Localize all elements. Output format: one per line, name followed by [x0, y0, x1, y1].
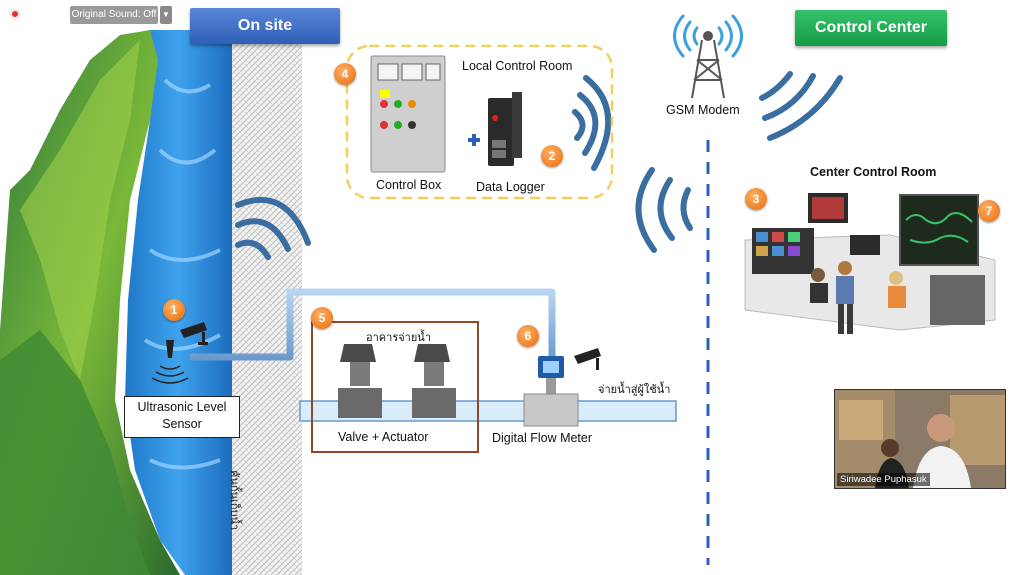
- pipe-network: [190, 260, 556, 361]
- supply-to-users-label: จ่ายน้ำสู่ผู้ใช้น้ำ: [598, 384, 671, 396]
- ultrasonic-sensor-label: Ultrasonic Level Sensor: [124, 396, 240, 438]
- valve-box-frame: [311, 321, 479, 453]
- data-logger-label: Data Logger: [476, 180, 545, 194]
- wireless-signal-logger: [572, 75, 612, 171]
- cctv-camera-icon-2: [574, 348, 601, 370]
- participant-name: Siriwadee Puphasuk: [837, 473, 930, 486]
- valve-actuator-left: [338, 344, 382, 418]
- local-control-room-frame: [345, 44, 614, 200]
- wireless-signal-gsm-left: [635, 167, 693, 253]
- badge-2: 2: [541, 145, 563, 167]
- control-box-label: Control Box: [376, 178, 442, 192]
- valve-actuator-right: [412, 344, 456, 418]
- badge-3: 3: [745, 188, 767, 210]
- control-box-illustration: [370, 55, 446, 173]
- ultrasonic-sensor-icon: [151, 340, 189, 384]
- wireless-signal-control-center: [759, 71, 843, 141]
- outlet-pipe: [299, 400, 677, 422]
- embankment-label: คันกั้นเก็บน้ำ: [228, 470, 240, 531]
- cctv-camera-icon: [180, 322, 208, 345]
- control-center-banner: Control Center: [795, 10, 947, 46]
- chevron-down-icon[interactable]: ▼: [160, 6, 172, 24]
- badge-6: 6: [517, 325, 539, 347]
- gsm-signal-waves: [673, 14, 743, 58]
- digital-flow-meter-label: Digital Flow Meter: [492, 431, 593, 445]
- distribution-building-label: อาคารจ่ายน้ำ: [366, 332, 431, 344]
- valve-actuator-label: Valve + Actuator: [338, 430, 429, 444]
- control-center-illustration: [744, 193, 996, 334]
- data-logger-illustration: [488, 92, 522, 166]
- recording-indicator: [10, 9, 20, 19]
- original-sound-button[interactable]: Original Sound: Off: [70, 6, 158, 24]
- local-control-room-label: Local Control Room: [462, 59, 573, 73]
- gsm-modem-label: GSM Modem: [666, 103, 740, 117]
- wireless-signal-sensor: [235, 196, 311, 260]
- center-control-room-label: Center Control Room: [810, 165, 937, 179]
- participant-video-tile[interactable]: Siriwadee Puphasuk: [834, 389, 1006, 489]
- flow-meter-illustration: [523, 356, 579, 427]
- badge-4: 4: [334, 63, 356, 85]
- on-site-banner: On site: [190, 8, 340, 44]
- plus-icon: [468, 134, 480, 146]
- badge-5: 5: [311, 307, 333, 329]
- badge-7: 7: [978, 200, 1000, 222]
- badge-1: 1: [163, 299, 185, 321]
- gsm-tower-icon: [691, 31, 725, 99]
